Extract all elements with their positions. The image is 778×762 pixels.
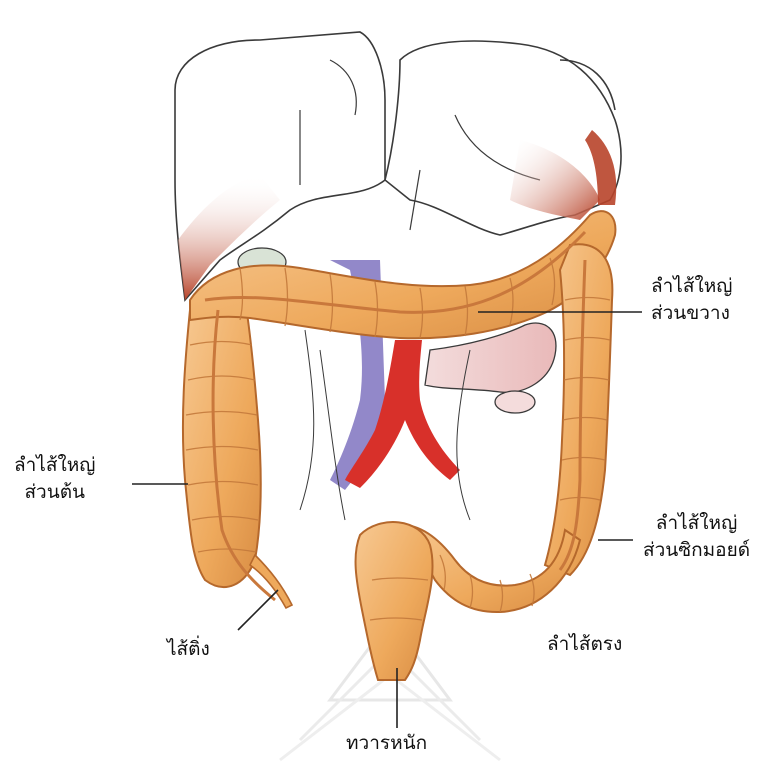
colon — [183, 211, 616, 680]
label-transverse-line1: ลำไส้ใหญ่ — [651, 273, 732, 300]
label-rectum: ลำไส้ตรง — [547, 631, 622, 658]
rectum — [356, 522, 433, 680]
label-appendix: ไส้ติ่ง — [167, 636, 210, 663]
label-ascending-line1: ลำไส้ใหญ่ — [14, 452, 95, 479]
label-transverse-line2: ส่วนขวาง — [651, 300, 732, 327]
label-sigmoid-line2: ส่วนซิกมอยด์ — [643, 537, 750, 564]
label-sigmoid-line1: ลำไส้ใหญ่ — [643, 510, 750, 537]
label-ascending-colon: ลำไส้ใหญ่ ส่วนต้น — [14, 452, 95, 506]
label-ascending-line2: ส่วนต้น — [14, 479, 95, 506]
label-transverse-colon: ลำไส้ใหญ่ ส่วนขวาง — [651, 273, 732, 327]
leader-appendix — [238, 590, 278, 630]
label-anus: ทวารหนัก — [346, 730, 427, 757]
ascending-colon — [183, 300, 261, 587]
label-sigmoid-colon: ลำไส้ใหญ่ ส่วนซิกมอยด์ — [643, 510, 750, 564]
stomach-outlet — [495, 391, 535, 413]
